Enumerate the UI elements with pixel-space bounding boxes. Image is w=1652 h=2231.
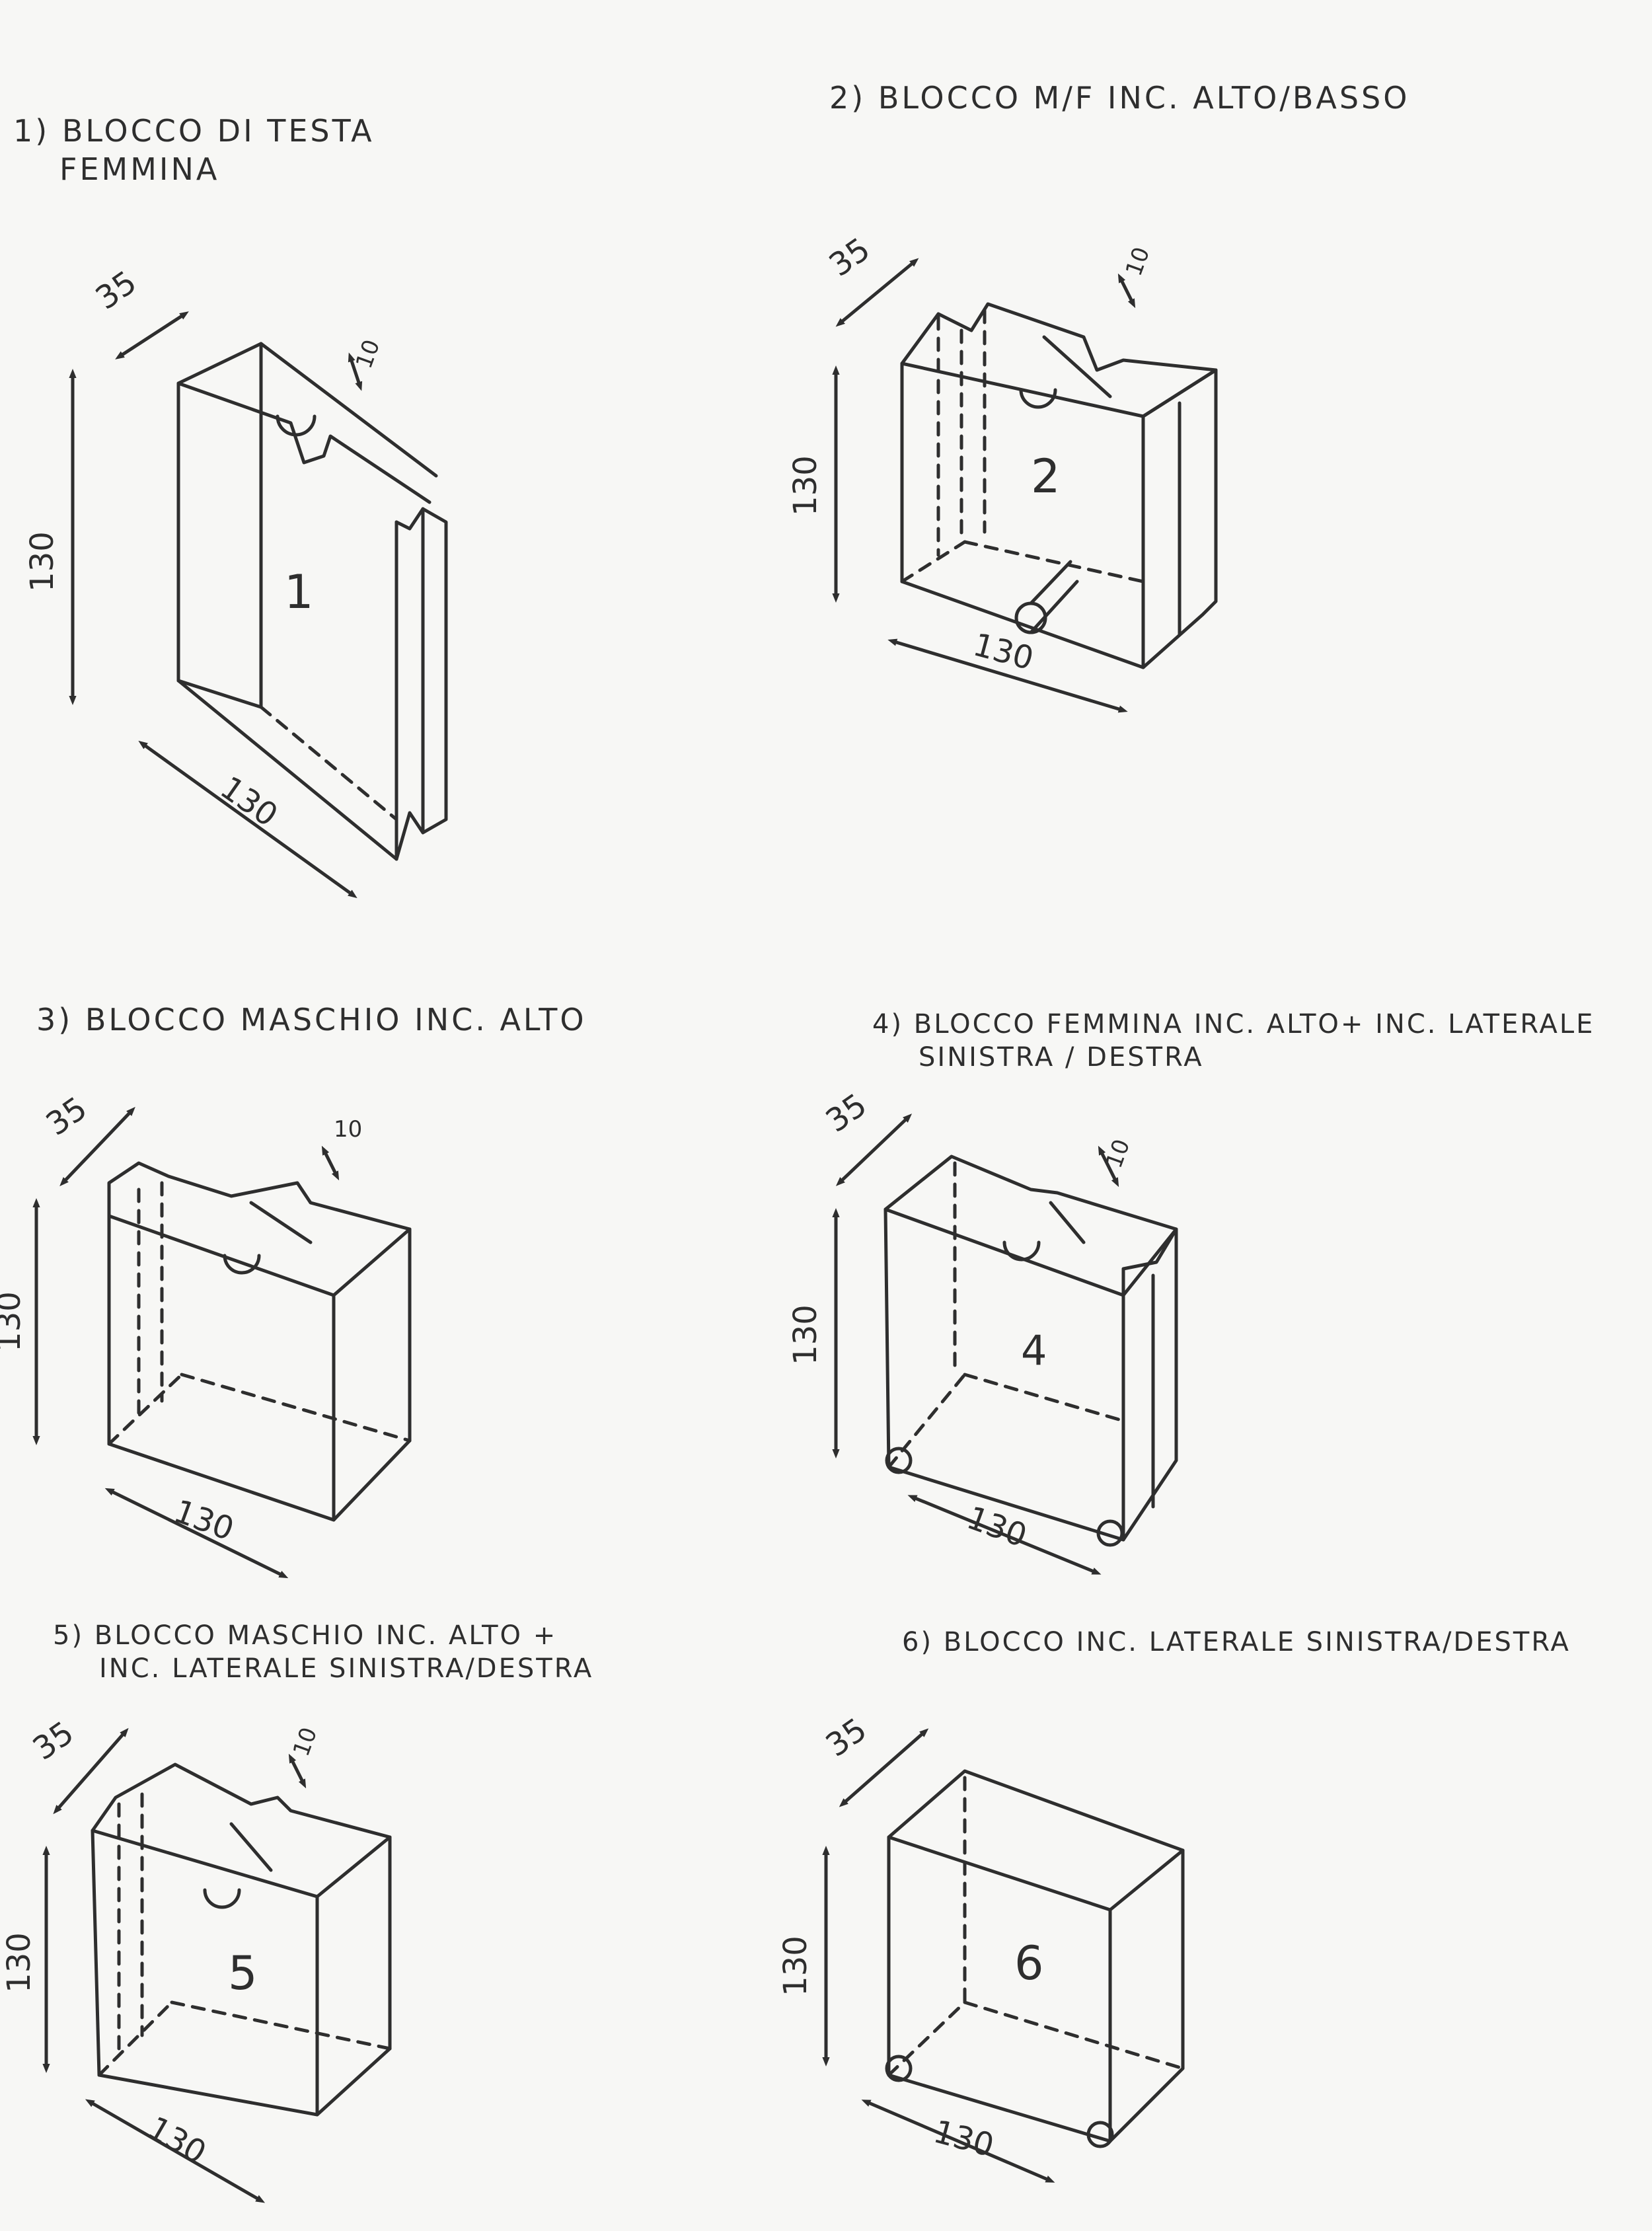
block-1-top-back-edge [259,342,438,478]
block-5-height-value: 130 [1,1932,38,1993]
block-6-number: 6) [902,1627,934,1657]
block-5-number: 5) [53,1620,85,1651]
block-2-height-value: 130 [787,455,824,516]
block-3-caption: 3) BLOCCO MASCHIO INC. ALTO [36,1001,587,1040]
block-1-subtitle: FEMMINA [59,151,220,187]
block-5-caption: 5) BLOCCO MASCHIO INC. ALTO + INC. LATER… [53,1619,593,1685]
block-3-depth-value: 35 [40,1090,94,1143]
block-2-top-slot [1019,388,1057,409]
block-1-caption: 1) BLOCCO DI TESTA FEMMINA [13,112,375,188]
block-3-height-value: 130 [0,1291,28,1352]
block-6-front-face [887,1835,1112,2143]
block-4-drawing [832,1114,1178,1575]
block-5-width-dim [85,2099,266,2203]
block-1-top-slot [276,414,317,437]
block-4-slot-value: 10 [1101,1136,1135,1172]
block-2-slot-dim [1117,273,1136,309]
block-5-slot-dim [288,1753,307,1789]
block-3-number: 3) [36,1002,73,1038]
block-5-slot-value: 10 [288,1724,322,1760]
block-4-side-face [1121,1227,1178,1542]
block-1-slot-value: 10 [351,336,385,372]
block-4-number: 4) [872,1009,904,1040]
block-3-front-face [107,1214,336,1522]
block-3-title: BLOCCO MASCHIO INC. ALTO [85,1002,587,1038]
block-1-number: 1) [13,113,50,149]
block-6-caption: 6) BLOCCO INC. LATERALE SINISTRA/DESTRA [902,1626,1571,1659]
block-6-top-face [887,1769,1185,1912]
block-1-height-value: 130 [24,531,61,592]
block-2-top-face [900,302,1218,418]
block-1-label: 1 [284,565,314,619]
block-3-top-slot [223,1254,261,1275]
block-1-width-value: 130 [213,769,284,834]
block-1-width-dim [138,740,357,899]
block-1-bottom-edge [176,679,398,861]
block-4-top-slot [1002,1240,1041,1262]
block-1-side-edge [394,507,448,861]
block-5-subtitle: INC. LATERALE SINISTRA/DESTRA [99,1653,594,1684]
block-3-width-dim [104,1488,289,1579]
block-6-side-face [1108,1848,1185,2143]
block-4-height-value: 130 [787,1305,824,1365]
block-6-width-value: 130 [930,2113,998,2164]
block-2-label: 2 [1031,449,1061,504]
block-4-width-dim [907,1495,1102,1575]
block-6-width-dim [861,2099,1055,2183]
block-4-label: 4 [1021,1326,1047,1375]
block-5-label: 5 [228,1946,258,2000]
block-4-title: BLOCCO FEMMINA INC. ALTO+ INC. LATERALE [913,1009,1595,1040]
block-2-depth-value: 35 [823,231,877,284]
block-2-width-value: 130 [969,626,1037,677]
block-4-caption: 4) BLOCCO FEMMINA INC. ALTO+ INC. LATERA… [872,1008,1595,1074]
block-4-depth-value: 35 [819,1086,874,1140]
block-3-slot-value: 10 [334,1116,362,1143]
block-2-slot-value: 10 [1121,244,1155,280]
block-3-width-value: 130 [169,1493,239,1548]
block-1-title: BLOCCO DI TESTA [61,113,375,149]
block-5-depth-value: 35 [26,1714,81,1768]
block-2-drawing [832,258,1218,713]
block-4-front-face [883,1207,1125,1542]
block-6-height-value: 130 [777,1936,814,1996]
block-4-subtitle: SINISTRA / DESTRA [919,1042,1204,1073]
block-6-drawing [822,1728,1185,2183]
block-5-top-face [91,1762,392,1899]
block-4-top-face [883,1154,1178,1297]
block-3-drawing [32,1106,412,1579]
block-3-depth-dim [59,1106,135,1187]
block-4-depth-dim [835,1114,913,1186]
block-2-width-dim [887,638,1128,713]
block-6-label: 6 [1014,1936,1044,1990]
block-1-depth-value: 35 [89,264,143,317]
block-6-depth-dim [839,1728,929,1807]
block-6-depth-value: 35 [819,1711,874,1764]
block-2-title: BLOCCO M/F INC. ALTO/BASSO [878,80,1410,116]
block-2-side-face [1141,368,1218,669]
block-2-depth-dim [835,258,919,327]
block-4-slot-dim [1098,1145,1119,1188]
block-1-slot-dim [348,352,363,391]
block-5-front-face [91,1829,319,2117]
block-6-title: BLOCCO INC. LATERALE SINISTRA/DESTRA [943,1627,1571,1657]
block-5-top-slot [203,1888,241,1909]
block-1-top-edge [176,381,432,504]
block-2-caption: 2) BLOCCO M/F INC. ALTO/BASSO [829,79,1409,118]
block-5-width-value: 130 [141,2109,212,2172]
block-1-depth-dim [115,311,189,359]
block-3-slot-dim [321,1145,340,1181]
block-5-depth-dim [53,1727,129,1815]
block-5-drawing [42,1727,392,2203]
block-3-top-face [107,1161,412,1297]
block-5-title: BLOCCO MASCHIO INC. ALTO + [94,1620,558,1651]
block-2-number: 2) [829,80,866,116]
block-1-drawing [69,311,448,899]
